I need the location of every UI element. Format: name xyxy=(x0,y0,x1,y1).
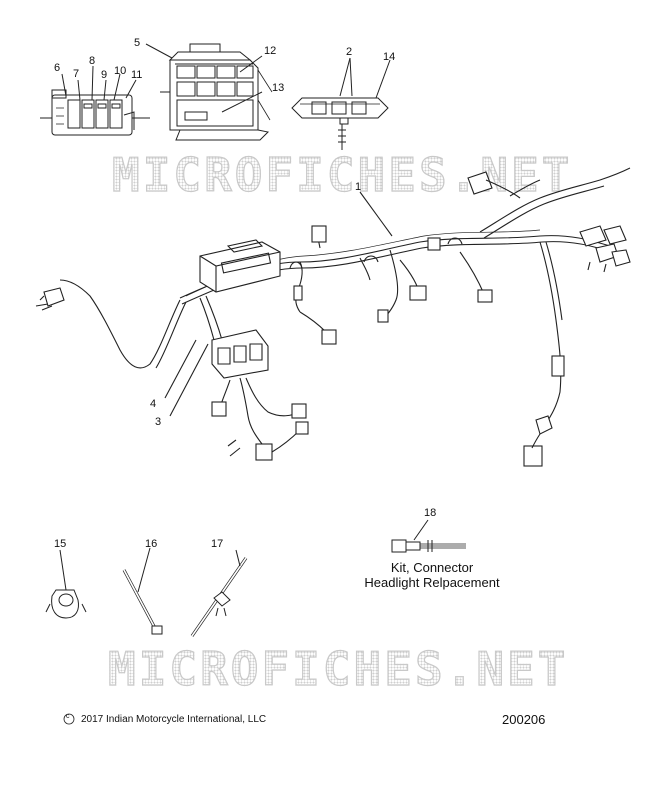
callout-18: 18 xyxy=(424,507,437,519)
watermark-top: MICROFICHES.NET xyxy=(111,147,573,202)
fuse-block-detail xyxy=(40,65,150,136)
document-number: 200206 xyxy=(502,712,546,727)
kit-label: Kit, Connector Headlight Relpacement xyxy=(352,560,512,590)
connector-detail xyxy=(291,57,391,150)
callout-11: 11 xyxy=(131,69,143,81)
callout-17: 17 xyxy=(211,538,224,550)
callout-6: 6 xyxy=(54,62,61,74)
callout-8: 8 xyxy=(89,55,96,67)
callout-7: 7 xyxy=(73,68,80,80)
callout-5: 5 xyxy=(134,37,141,49)
callout-12: 12 xyxy=(264,45,277,57)
callout-2: 2 xyxy=(346,46,353,58)
relay-box-detail xyxy=(145,43,273,141)
copyright-symbol: c xyxy=(66,713,70,720)
kit-label-line2: Headlight Relpacement xyxy=(364,575,500,590)
kit-label-line1: Kit, Connector xyxy=(390,560,474,575)
callout-3: 3 xyxy=(155,416,162,428)
copyright-text: 2017 Indian Motorcycle International, LL… xyxy=(81,714,267,725)
cable-tie-part xyxy=(122,547,163,635)
watermark-bottom: MICROFICHES.NET xyxy=(107,641,569,696)
callout-10: 10 xyxy=(114,65,127,77)
main-wiring-harness xyxy=(35,167,631,467)
cable-tie-clip-part xyxy=(190,549,248,637)
callout-16: 16 xyxy=(145,538,158,550)
headlight-connector-kit xyxy=(391,519,466,553)
callout-9: 9 xyxy=(101,69,108,81)
clip-part xyxy=(45,549,87,619)
callout-4: 4 xyxy=(150,398,157,410)
callout-14: 14 xyxy=(383,51,396,63)
copyright-circle xyxy=(63,713,75,725)
callout-1: 1 xyxy=(355,181,362,193)
callout-15: 15 xyxy=(54,538,67,550)
callout-13: 13 xyxy=(272,82,285,94)
